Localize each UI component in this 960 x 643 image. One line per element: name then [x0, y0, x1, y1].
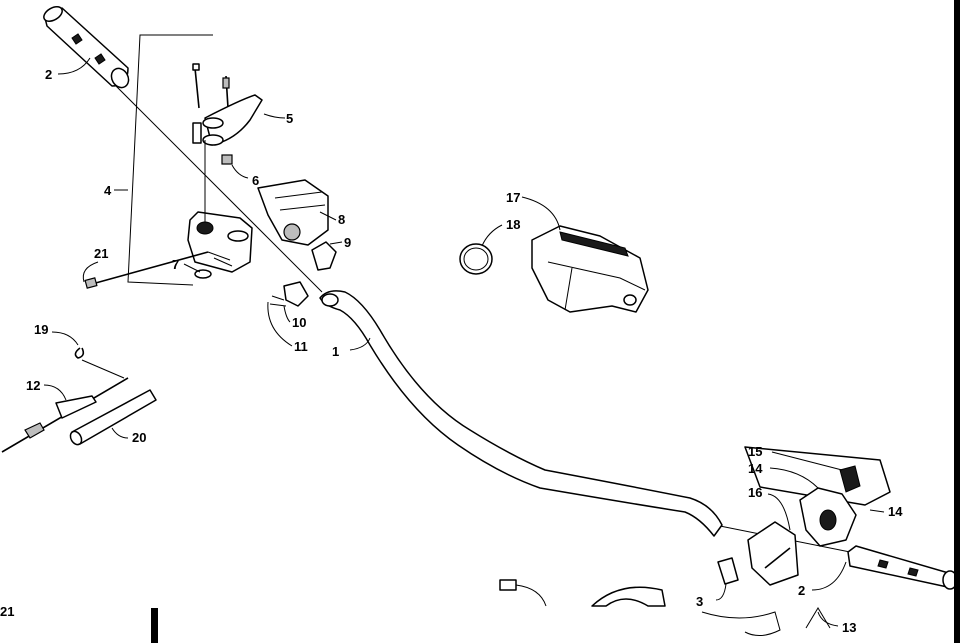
callout-3: 3 [696, 594, 703, 609]
clip-19 [74, 347, 85, 359]
reservoir-cap [257, 179, 329, 246]
bottom-parts [499, 579, 831, 636]
handlebar-tube [319, 290, 723, 537]
group-bracket [127, 34, 213, 286]
callout-14-right: 14 [888, 504, 903, 519]
hand-guard-17 [531, 225, 649, 313]
switch-10 [269, 281, 309, 307]
axis-line-left [111, 81, 323, 293]
callout-19: 19 [34, 322, 48, 337]
left-grip [43, 6, 130, 89]
callout-9: 9 [344, 235, 351, 250]
clamp-9 [311, 241, 337, 271]
callout-18: 18 [506, 217, 520, 232]
callout-14-top: 14 [748, 461, 763, 476]
screw-21-left [84, 251, 209, 289]
callout-21-bottom: 21 [0, 604, 14, 619]
master-cylinder-body [187, 140, 253, 279]
throttle-housing [744, 446, 891, 586]
callout-1: 1 [332, 344, 339, 359]
ring-clip-18 [459, 243, 493, 275]
callout-21-left: 21 [94, 246, 108, 261]
callout-15: 15 [748, 444, 762, 459]
nut-6 [221, 154, 233, 165]
page-divider [151, 608, 158, 643]
callout-17: 17 [506, 190, 520, 205]
sleeve-20 [69, 389, 157, 446]
callout-4: 4 [104, 183, 112, 198]
right-grip [847, 545, 958, 590]
callout-11: 11 [294, 339, 308, 354]
callout-20: 20 [132, 430, 146, 445]
callout-6: 6 [252, 173, 259, 188]
page-edge [954, 0, 960, 643]
brake-lever [192, 63, 263, 146]
callout-2-right: 2 [798, 583, 805, 598]
callout-2-left: 2 [45, 67, 52, 82]
callout-5: 5 [286, 111, 293, 126]
callout-12: 12 [26, 378, 40, 393]
leader-lines [43, 57, 885, 627]
callout-7: 7 [172, 257, 179, 272]
callout-13: 13 [842, 620, 856, 635]
callouts: 2 5 6 4 8 9 21 7 10 11 1 17 18 19 12 20 … [0, 67, 903, 635]
throttle-cable-12 [1, 359, 129, 453]
sleeve-3 [717, 557, 739, 585]
callout-8: 8 [338, 212, 345, 227]
callout-10: 10 [292, 315, 306, 330]
callout-16: 16 [748, 485, 762, 500]
